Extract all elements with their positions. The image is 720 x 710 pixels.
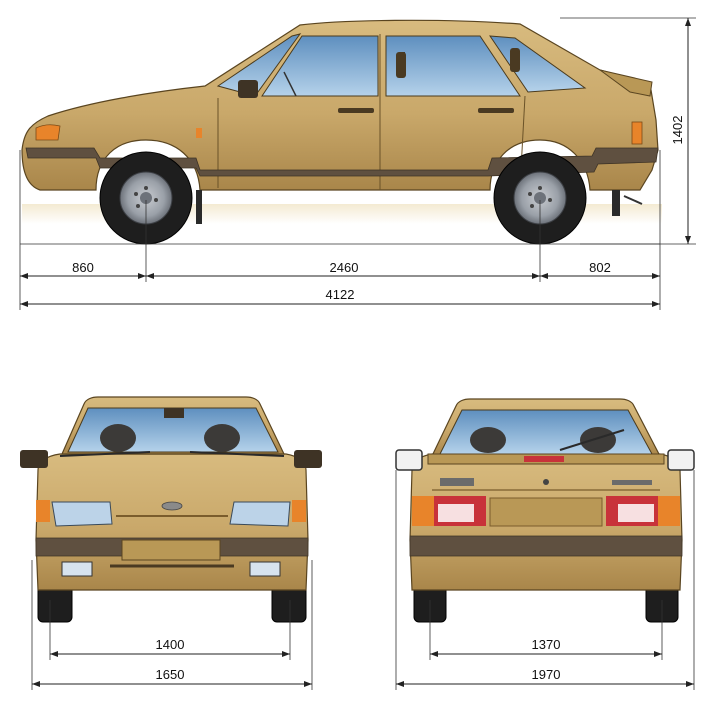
dim-overall-length: 4122 [326, 287, 355, 302]
rear-spoiler [599, 69, 653, 97]
front-headlight-right [229, 501, 291, 527]
rear-view: 1370 1970 [395, 398, 695, 690]
rear-door-handle [478, 108, 514, 113]
dim-front-width: 1650 [156, 667, 185, 682]
dim-height: 1402 [670, 116, 685, 145]
front-indicator-left [36, 500, 50, 522]
rear-bumper [409, 535, 683, 557]
front-view: 1400 1650 [20, 396, 322, 690]
dim-wheelbase: 2460 [330, 260, 359, 275]
dim-rear-width: 1970 [532, 667, 561, 682]
front-logo [161, 501, 183, 511]
front-wheel [99, 151, 193, 245]
front-plate [121, 539, 221, 561]
front-left-mirror [20, 450, 48, 468]
rear-right-mirror [667, 449, 695, 471]
dim-rear-track: 1370 [532, 637, 561, 652]
side-marker [196, 128, 202, 138]
side-headlight [35, 124, 61, 141]
dim-rear-overhang: 802 [589, 260, 611, 275]
side-taillight [631, 121, 643, 145]
rear-wheel [493, 151, 587, 245]
rear-plate-recess [489, 497, 603, 527]
rear-taillight-left [412, 496, 486, 526]
rear-left-mirror [395, 449, 423, 471]
front-right-mirror [294, 450, 322, 468]
dim-front-track: 1400 [156, 637, 185, 652]
front-fog-right [249, 561, 281, 577]
rear-brake-light [524, 456, 564, 462]
front-door-handle [338, 108, 374, 113]
dim-front-overhang: 860 [72, 260, 94, 275]
side-rear-window [385, 35, 521, 97]
side-front-window [261, 35, 379, 97]
front-indicator-right [292, 500, 306, 522]
side-view: 860 2460 802 4122 1402 [19, 17, 696, 310]
front-fog-left [61, 561, 93, 577]
side-mirror [238, 80, 258, 98]
front-headlight-left [51, 501, 113, 527]
rear-taillight-right [606, 496, 680, 526]
